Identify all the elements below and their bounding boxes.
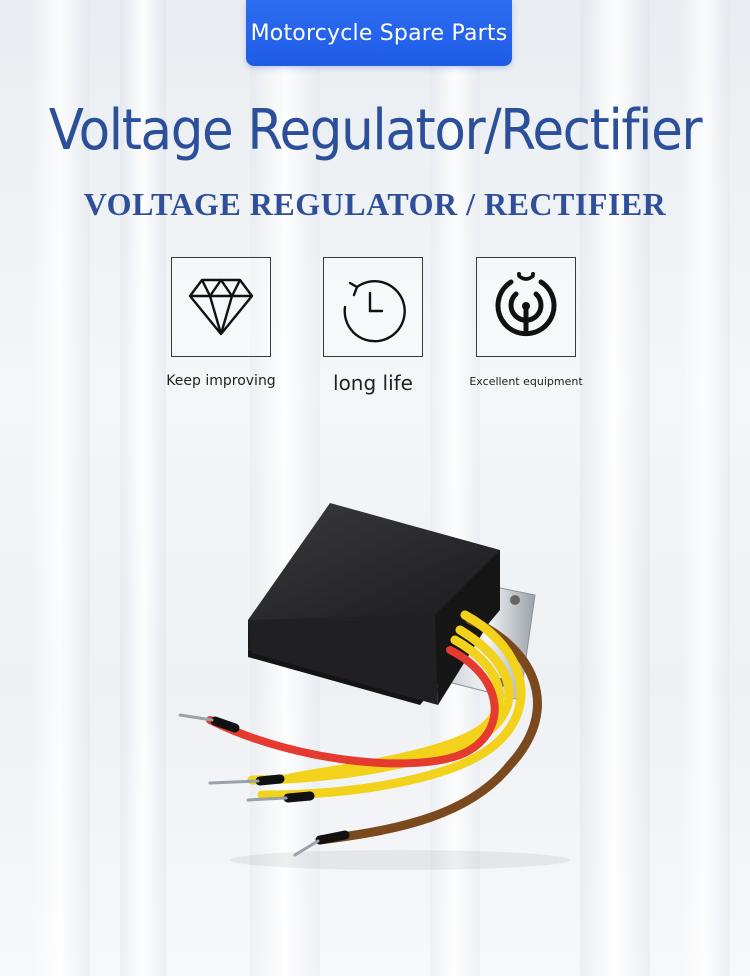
page-subtitle: VOLTAGE REGULATOR / RECTIFIER — [83, 186, 667, 222]
signal-icon — [495, 272, 557, 337]
feature-excellent-equipment: Excellent equipment — [469, 257, 583, 388]
diamond-icon — [188, 278, 254, 336]
clock-icon — [343, 280, 406, 343]
product-image — [178, 503, 570, 870]
feature-keep-improving: Keep improving — [166, 257, 276, 389]
feature-label: long life — [333, 371, 413, 395]
page-title: Voltage Regulator/Rectifier — [48, 98, 703, 163]
category-tag: Motorcycle Spare Parts — [246, 0, 512, 66]
feature-long-life: long life — [323, 257, 423, 395]
feature-label: Excellent equipment — [469, 375, 583, 388]
feature-label: Keep improving — [166, 373, 276, 389]
